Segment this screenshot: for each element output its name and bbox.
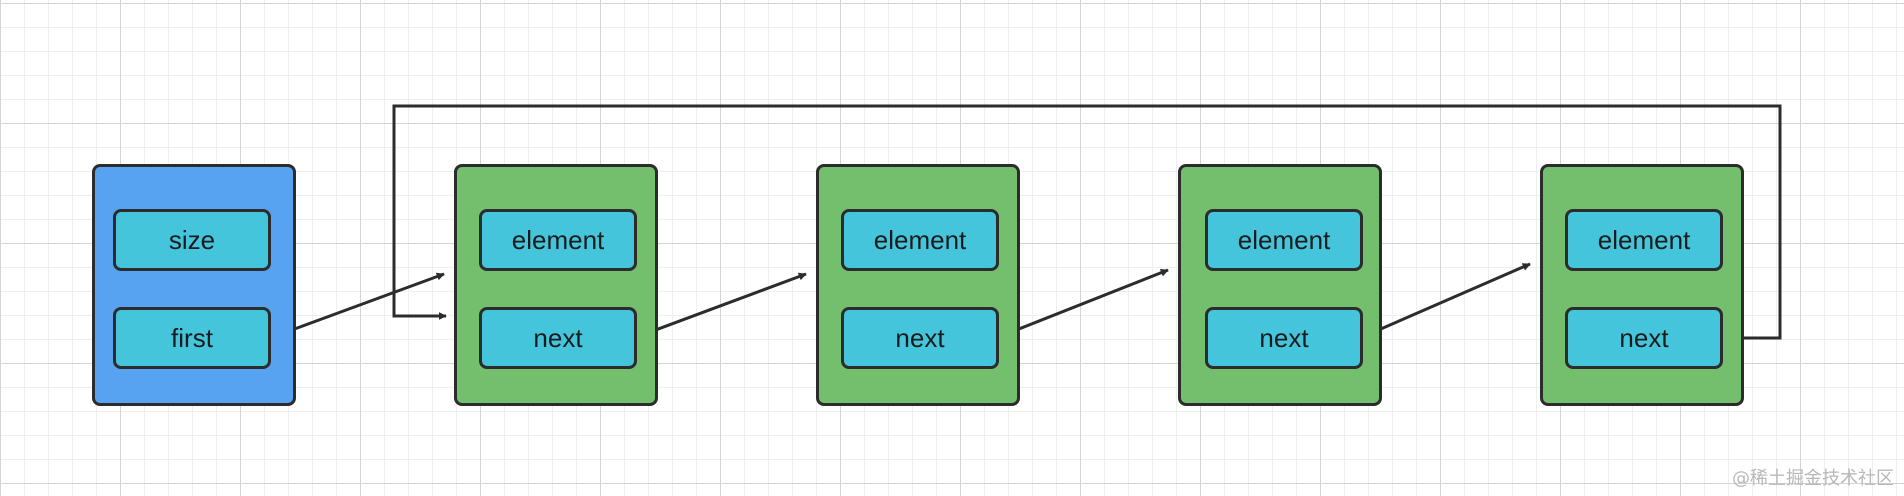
next-field: next [841, 307, 999, 369]
list-node-2: element next [816, 164, 1020, 406]
watermark: @稀土掘金技术社区 [1732, 468, 1894, 489]
next-field: next [1205, 307, 1363, 369]
element-field: element [479, 209, 637, 271]
element-field: element [1205, 209, 1363, 271]
arrow-first-to-node-1 [269, 272, 445, 340]
arrow-node-3-to-node-4 [1359, 262, 1531, 340]
arrow-node-1-to-node-2 [633, 272, 807, 340]
list-node-1: element next [454, 164, 658, 406]
element-field: element [841, 209, 999, 271]
list-head: size first [92, 164, 296, 406]
list-node-4: element next [1540, 164, 1744, 406]
next-field: next [1565, 307, 1723, 369]
size-field: size [113, 209, 271, 271]
first-field: first [113, 307, 271, 369]
element-field: element [1565, 209, 1723, 271]
next-field: next [479, 307, 637, 369]
arrow-node-2-to-node-3 [995, 268, 1169, 340]
list-node-3: element next [1178, 164, 1382, 406]
